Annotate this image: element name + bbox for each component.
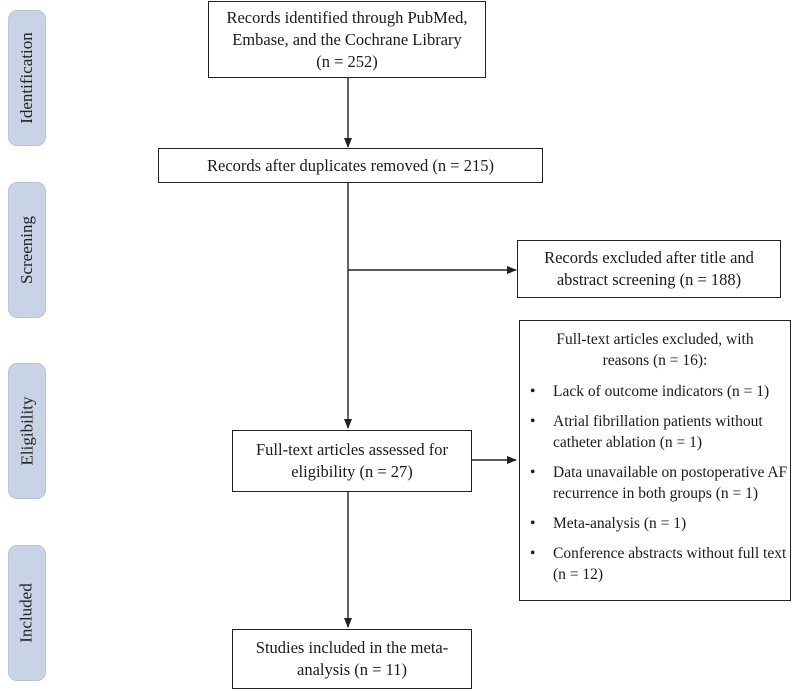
stage-identification: Identification: [8, 10, 46, 146]
exclusion-reason-line2: (n = 12): [553, 566, 604, 583]
bullet-icon: •: [530, 383, 536, 400]
fulltext-excluded-title-line2: reasons (n = 16):: [602, 352, 708, 369]
excluded-screening-line1: Records excluded after title and: [544, 248, 754, 267]
included-studies-line1: Studies included in the meta-: [255, 638, 449, 657]
stage-screening: Screening: [8, 182, 46, 318]
fulltext-assessed-box: Full-text articles assessed for eligibil…: [232, 430, 472, 492]
fulltext-assessed-line2: eligibility (n = 27): [291, 462, 413, 481]
fulltext-excluded-title-line1: Full-text articles excluded, with: [556, 331, 754, 348]
included-studies-box: Studies included in the meta- analysis (…: [232, 629, 472, 689]
fulltext-excluded-title: Full-text articles excluded, with reason…: [520, 329, 790, 371]
exclusion-reason-line1: Atrial fibrillation patients without: [553, 413, 763, 430]
exclusion-reason-item: • Meta-analysis (n = 1): [520, 513, 790, 534]
exclusion-reason-line1: Data unavailable on postoperative AF: [553, 464, 788, 481]
bullet-icon: •: [530, 515, 536, 532]
records-identified-line2: Embase, and the Cochrane Library: [232, 29, 462, 49]
exclusion-reason-item: • Conference abstracts without full text…: [520, 543, 790, 585]
included-studies-line2: analysis (n = 11): [297, 660, 407, 679]
exclusion-reason-item: • Lack of outcome indicators (n = 1): [520, 381, 790, 402]
bullet-icon: •: [530, 464, 536, 481]
stage-included: Included: [8, 545, 46, 681]
excluded-screening-box: Records excluded after title and abstrac…: [517, 240, 781, 298]
duplicates-removed-box: Records after duplicates removed (n = 21…: [158, 148, 543, 183]
duplicates-removed-text: Records after duplicates removed (n = 21…: [207, 155, 494, 175]
stage-eligibility: Eligibility: [8, 363, 46, 499]
exclusion-reason-list: • Lack of outcome indicators (n = 1) • A…: [520, 381, 790, 585]
exclusion-reason-line1: Meta-analysis (n = 1): [553, 515, 687, 532]
exclusion-reason-item: • Atrial fibrillation patients without c…: [520, 411, 790, 453]
exclusion-reason-line1: Lack of outcome indicators (n = 1): [553, 383, 770, 400]
exclusion-reason-line1: Conference abstracts without full text: [553, 545, 787, 562]
fulltext-excluded-box: Full-text articles excluded, with reason…: [519, 320, 791, 601]
records-identified-box: Records identified through PubMed, Embas…: [208, 1, 486, 78]
bullet-icon: •: [530, 413, 536, 430]
records-identified-line3: (n = 252): [316, 51, 378, 71]
exclusion-reason-item: • Data unavailable on postoperative AF r…: [520, 462, 790, 504]
excluded-screening-line2: abstract screening (n = 188): [556, 270, 742, 289]
bullet-icon: •: [530, 545, 536, 562]
fulltext-assessed-line1: Full-text articles assessed for: [256, 440, 448, 459]
records-identified-line1: Records identified through PubMed,: [226, 7, 468, 27]
exclusion-reason-line2: catheter ablation (n = 1): [553, 434, 703, 451]
exclusion-reason-line2: recurrence in both groups (n = 1): [553, 485, 759, 502]
